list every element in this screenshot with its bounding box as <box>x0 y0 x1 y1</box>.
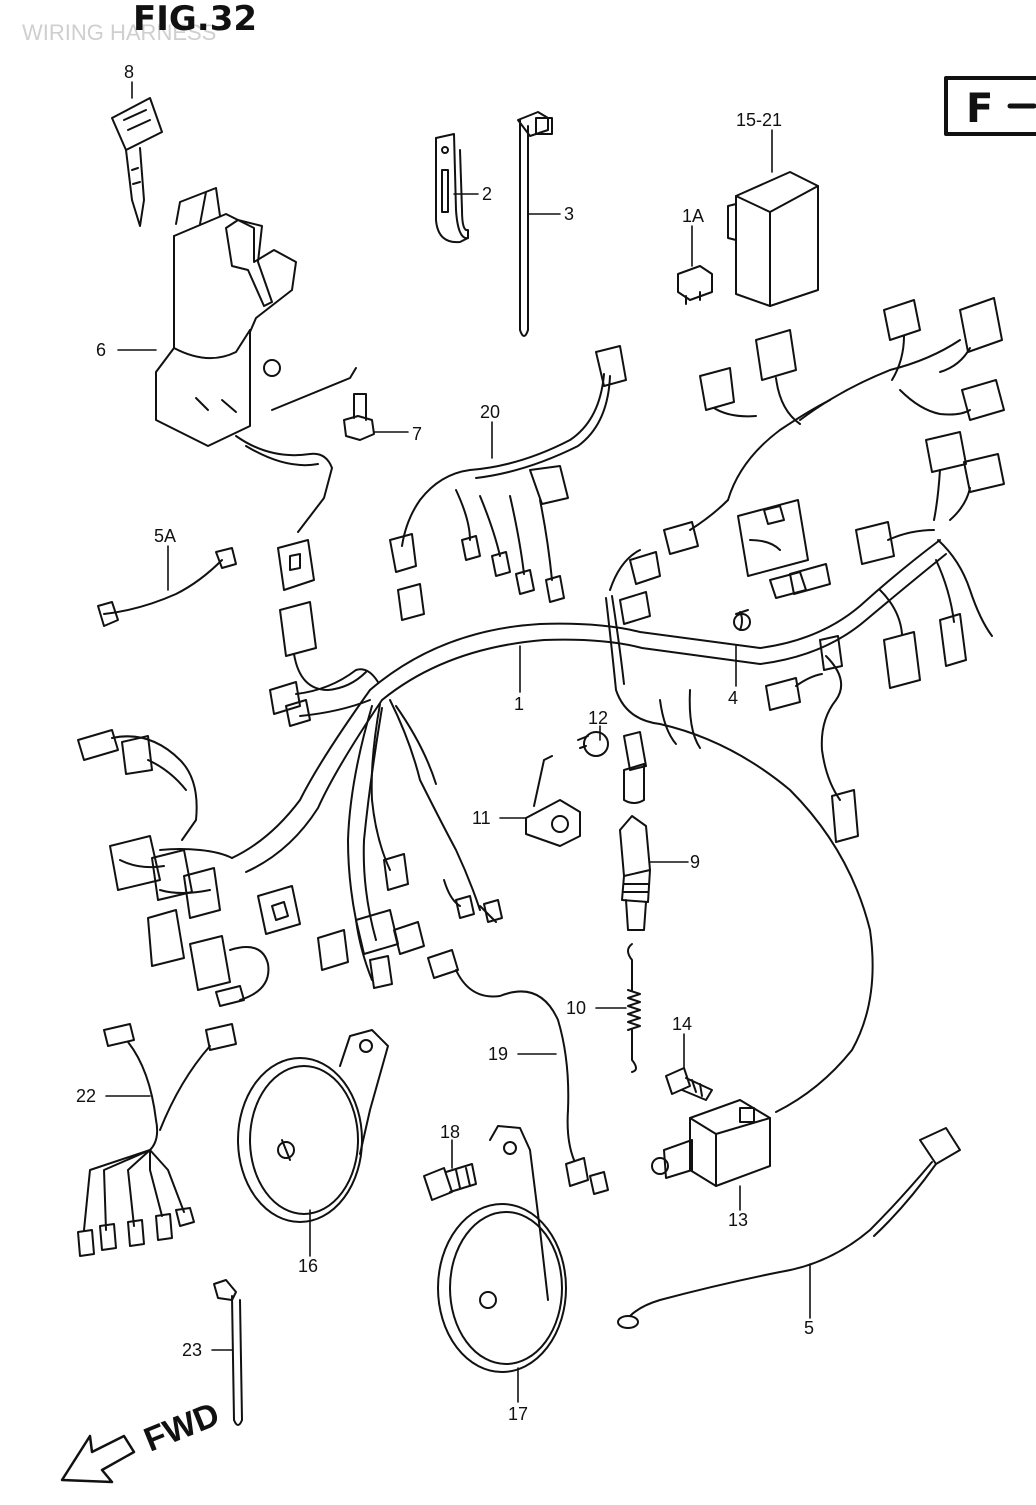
lead-wire-5a <box>97 547 237 627</box>
cable-tie-part <box>517 111 553 337</box>
callout-7: 7 <box>412 424 422 444</box>
callout-15-21: 15-21 <box>736 110 782 130</box>
spring-part-10 <box>627 943 641 1073</box>
callout-1a: 1A <box>682 206 704 226</box>
lead-wire-19 <box>427 949 609 1195</box>
leader-lines <box>105 81 811 1403</box>
callout-20: 20 <box>480 402 500 422</box>
callout-3: 3 <box>564 204 574 224</box>
callout-9: 9 <box>690 852 700 872</box>
bolt-part-18 <box>423 1163 477 1201</box>
callout-4: 4 <box>728 688 738 708</box>
callout-22: 22 <box>76 1086 96 1106</box>
horn-part-16 <box>237 1029 389 1223</box>
fwd-arrow: FWD <box>60 1395 225 1484</box>
fwd-label: FWD <box>139 1395 225 1459</box>
fuse-part <box>677 265 713 305</box>
callout-17: 17 <box>508 1404 528 1424</box>
callout-10: 10 <box>566 998 586 1018</box>
callout-2: 2 <box>482 184 492 204</box>
key-part <box>111 97 163 227</box>
callout-13: 13 <box>728 1210 748 1230</box>
callout-23: 23 <box>182 1340 202 1360</box>
callout-1: 1 <box>514 694 524 714</box>
callout-6: 6 <box>96 340 106 360</box>
figure-title: FIG.32 <box>133 0 257 39</box>
brake-switch-part <box>651 1099 771 1187</box>
bracket-part <box>435 133 469 244</box>
screw-part-12 <box>577 731 647 804</box>
switch-part-9 <box>619 815 651 931</box>
cable-tie-part-23 <box>213 1279 243 1426</box>
main-harness-part <box>77 297 1005 1113</box>
callout-19: 19 <box>488 1044 508 1064</box>
bolt-part-14 <box>665 1067 713 1101</box>
callout-8: 8 <box>124 62 134 82</box>
callout-18: 18 <box>440 1122 460 1142</box>
callout-14: 14 <box>672 1014 692 1034</box>
horn-part-17 <box>437 1125 567 1373</box>
callout-5: 5 <box>804 1318 814 1338</box>
callout-5a: 5A <box>154 526 176 546</box>
ground-lead-part-5 <box>617 1127 961 1329</box>
section-letter: F <box>966 86 993 132</box>
sub-lead-part-22 <box>77 1023 237 1257</box>
callout-11: 11 <box>472 808 491 828</box>
bracket-part-11 <box>525 755 581 847</box>
section-box: F <box>944 76 1036 136</box>
callout-12: 12 <box>588 708 608 728</box>
sub-harness-part <box>389 345 627 621</box>
callout-16: 16 <box>298 1256 318 1276</box>
callout-labels: 8 2 3 15-21 1A 6 7 20 5A 1 4 12 11 9 10 … <box>76 62 814 1424</box>
watermark-text: WIRING HARNESS <box>22 20 216 45</box>
bolt-part-7 <box>271 367 375 441</box>
relay-box-part <box>727 171 819 307</box>
ignition-switch-part <box>155 187 333 591</box>
